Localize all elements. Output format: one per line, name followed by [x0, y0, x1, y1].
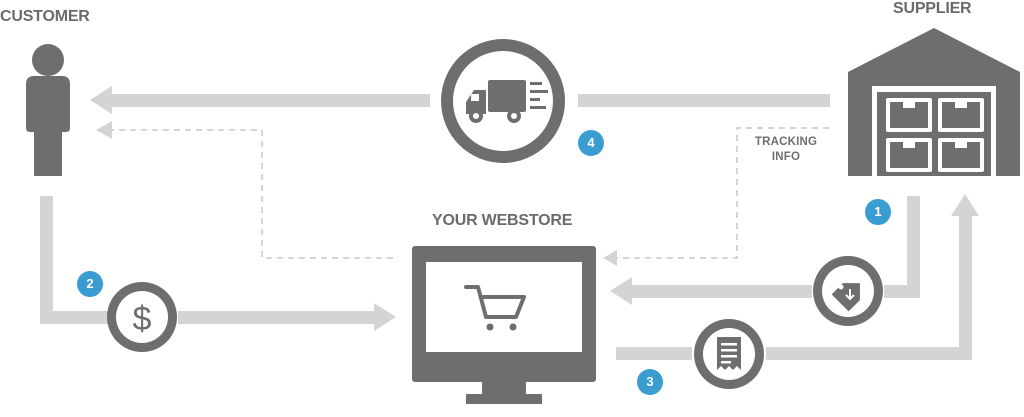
tracking-arrowhead-store [603, 250, 617, 266]
price-tag-icon [813, 256, 883, 326]
tracking-arrowhead-customer [96, 121, 112, 139]
order-line-stub [884, 285, 920, 298]
invoice-line-right [766, 347, 972, 360]
person-icon [26, 44, 70, 176]
warehouse-icon [848, 28, 1020, 176]
delivery-truck-icon [441, 39, 565, 163]
receipt-icon [694, 319, 764, 389]
tracking-info-label: TRACKING INFO [748, 135, 824, 165]
payment-line-across [40, 311, 108, 324]
tracking-info-line2: INFO [771, 151, 801, 163]
order-arrowhead [610, 277, 632, 305]
svg-text:$: $ [133, 300, 152, 338]
tracking-dashed-lines [108, 127, 832, 259]
step-2-badge: 2 [77, 271, 103, 297]
flow-lines [40, 86, 979, 360]
customer-label: CUSTOMER [0, 8, 90, 25]
payment-line-to-store [178, 311, 378, 324]
tracking-line-supplier-to-store [612, 127, 832, 259]
order-line-down [907, 196, 920, 298]
tracking-info-line1: TRACKING [754, 136, 818, 148]
step-1-badge: 1 [865, 199, 891, 225]
step-4-badge: 4 [578, 130, 604, 156]
dollar-icon: $ [107, 282, 177, 352]
step-3-badge: 3 [637, 369, 663, 395]
invoice-arrowhead [951, 194, 979, 216]
invoice-line-left [616, 347, 692, 360]
tracking-line-store-to-customer [108, 129, 395, 259]
shipment-arrowhead [90, 86, 112, 114]
webstore-label: YOUR WEBSTORE [432, 212, 573, 229]
payment-line-down [40, 196, 53, 324]
shipment-line-left [108, 94, 430, 107]
monitor-icon [412, 246, 596, 404]
invoice-line-up [959, 212, 972, 360]
order-line-to-store [628, 285, 812, 298]
shipment-line-right [578, 94, 830, 107]
payment-arrowhead [374, 303, 396, 331]
supplier-label: SUPPLIER [893, 0, 972, 17]
shopping-cart-icon [464, 285, 526, 331]
